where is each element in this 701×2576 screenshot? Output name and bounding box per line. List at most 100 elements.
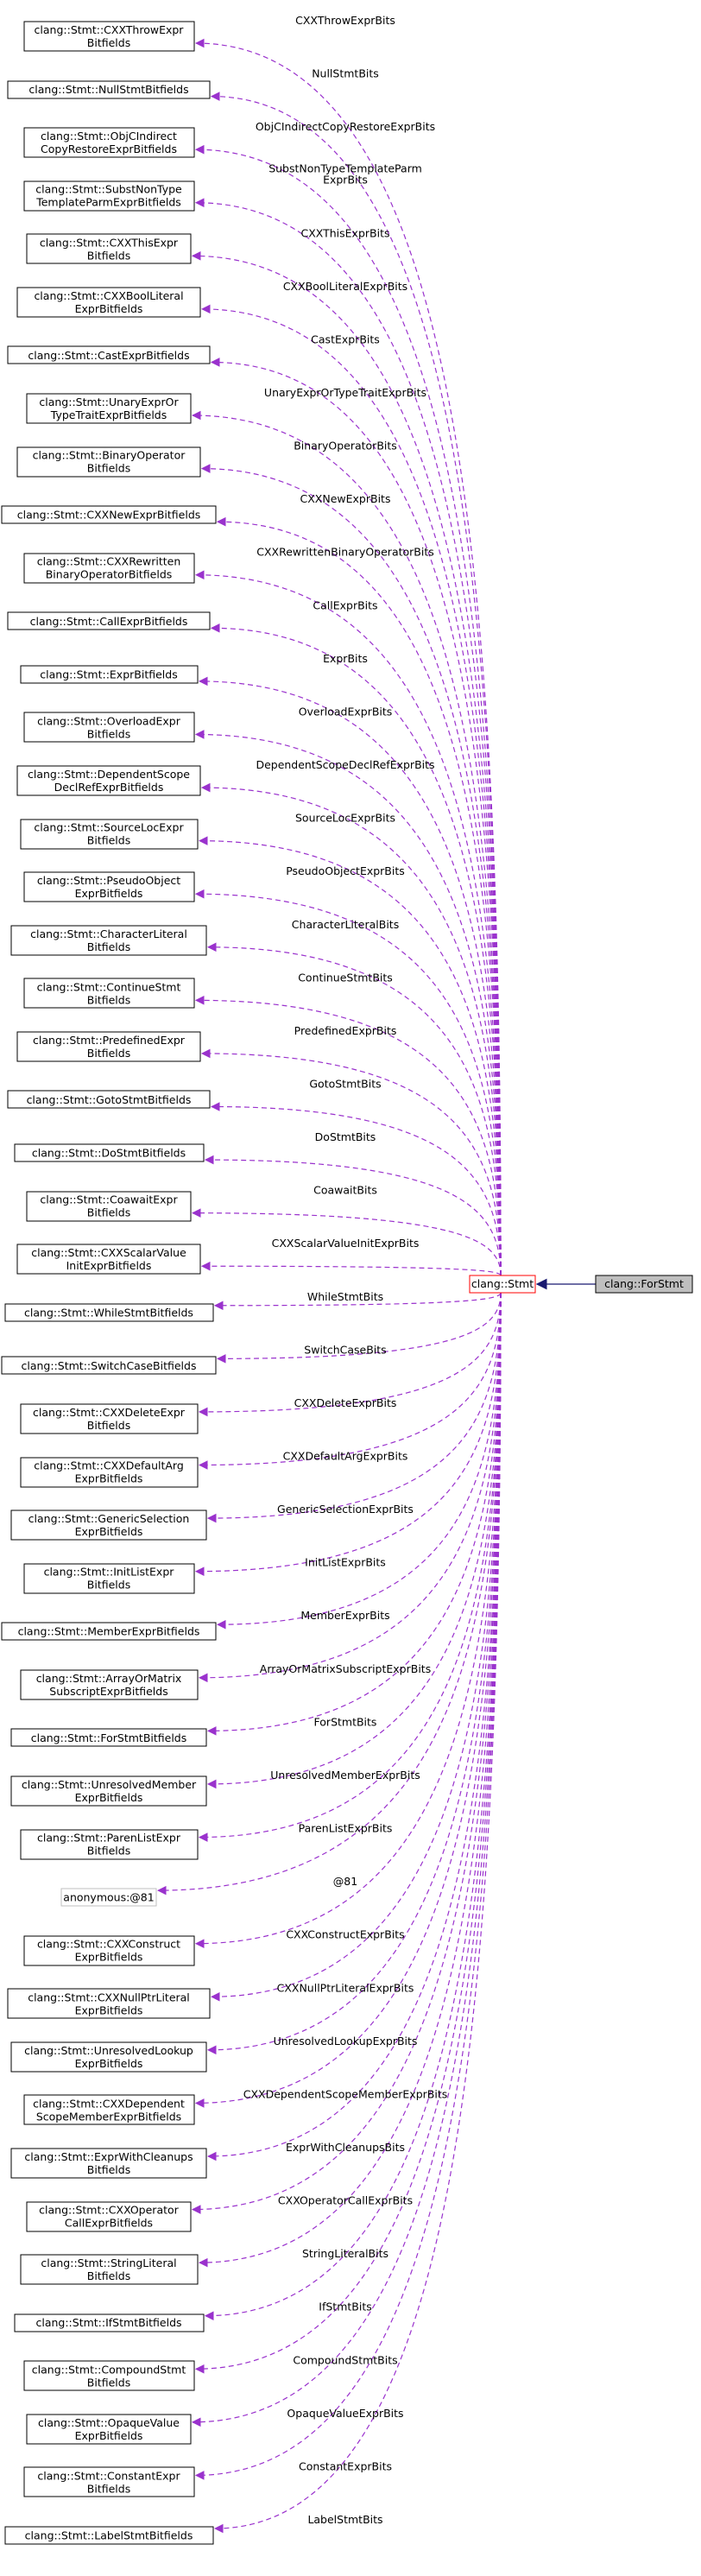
member-node-label: Bitfields [87, 1845, 130, 1858]
member-node[interactable]: clang::Stmt::ArrayOrMatrixSubscriptExprB… [20, 1669, 199, 1700]
member-node[interactable]: clang::Stmt::ObjCIndirectCopyRestoreExpr… [23, 127, 195, 158]
member-node-label: clang::Stmt::UnresolvedMember [22, 1778, 197, 1791]
edge-label: CXXConstructExprBits [286, 1928, 404, 1941]
member-node-label: clang::Stmt::UnaryExprOr [39, 396, 179, 408]
member-node[interactable]: clang::Stmt::BinaryOperatorBitfields [16, 446, 201, 478]
member-node-label: Bitfields [87, 993, 130, 1006]
member-node-label: TemplateParmExprBitfields [35, 196, 181, 209]
member-nodes: clang::Stmt::CXXThrowExprBitfieldsclang:… [1, 21, 217, 2545]
member-node-label: clang::Stmt::GotoStmtBitfields [27, 1093, 192, 1106]
member-node-label: clang::Stmt::CXXDependent [33, 2097, 185, 2110]
member-node-label: ScopeMemberExprBitfields [36, 2110, 181, 2123]
member-node[interactable]: clang::Stmt::SubstNonTypeTemplateParmExp… [23, 180, 195, 212]
member-node[interactable]: clang::Stmt::UnresolvedLookupExprBitfiel… [10, 2041, 207, 2073]
edge-label: CXXRewrittenBinaryOperatorBits [256, 546, 434, 559]
member-edge [206, 1292, 502, 2161]
member-node[interactable]: clang::Stmt::CXXScalarValueInitExprBitfi… [16, 1244, 201, 1275]
member-node[interactable]: clang::Stmt::CXXRewrittenBinaryOperatorB… [23, 553, 195, 584]
member-node[interactable]: clang::Stmt::UnaryExprOrTypeTraitExprBit… [26, 393, 192, 424]
member-node-label: clang::Stmt::ArrayOrMatrix [36, 1672, 182, 1685]
member-node-label: clang::Stmt::CastExprBitfields [28, 349, 189, 362]
member-node[interactable]: clang::Stmt::DependentScopeDeclRefExprBi… [16, 765, 201, 796]
member-node-label: ExprBitfields [75, 1791, 143, 1804]
edge-label: OverloadExprBits [299, 705, 393, 718]
member-edge [213, 1292, 502, 2534]
member-node[interactable]: clang::Stmt::ForStmtBitfields [10, 1728, 207, 1747]
member-edge [200, 782, 502, 1276]
member-node-label: ExprBitfields [75, 302, 143, 315]
edge-label: StringLiteralBits [302, 2247, 388, 2260]
member-node-label: Bitfields [87, 2163, 130, 2176]
member-edge [198, 836, 502, 1276]
member-node[interactable]: clang::Stmt::CXXDependentScopeMemberExpr… [23, 2094, 195, 2125]
member-node[interactable]: clang::Stmt::UnresolvedMemberExprBitfiel… [10, 1775, 207, 1807]
forstmt-node-label: clang::ForStmt [604, 1277, 684, 1290]
member-node[interactable]: clang::Stmt::NullStmtBitfields [7, 80, 211, 99]
member-node[interactable]: clang::Stmt::LabelStmtBitfields [4, 2526, 214, 2545]
member-node[interactable]: clang::Stmt::WhileStmtBitfields [4, 1303, 214, 1322]
member-node[interactable]: clang::Stmt::CXXOperatorCallExprBitfield… [26, 2201, 192, 2232]
edge-label: CXXThisExprBits [300, 226, 389, 239]
member-node-label: clang::Stmt::CXXOperator [39, 2204, 179, 2217]
member-node-label: Bitfields [87, 249, 130, 262]
member-node-label: ExprBitfields [75, 2003, 143, 2016]
member-edge [210, 1102, 502, 1276]
edge-label: PredefinedExprBits [294, 1024, 397, 1037]
member-node-label: TypeTraitExprBitfields [50, 408, 167, 421]
member-node-label: clang::Stmt::CXXRewritten [37, 555, 181, 568]
member-edge [213, 1292, 502, 1311]
edge-label: LabelStmtBits [307, 2513, 382, 2526]
member-edges [156, 38, 502, 2534]
member-node[interactable]: clang::Stmt::CXXNullPtrLiteralExprBitfie… [7, 1988, 211, 2019]
member-node-label: clang::Stmt::CXXNullPtrLiteral [28, 1991, 190, 2003]
member-node-label: Bitfields [87, 2482, 130, 2495]
member-node[interactable]: clang::Stmt::CXXNewExprBitfields [1, 505, 217, 524]
edge-label: PseudoObjectExprBits [286, 864, 405, 877]
member-edge [216, 516, 502, 1276]
edge-label: ArrayOrMatrixSubscriptExprBits [260, 1662, 431, 1675]
member-node[interactable]: anonymous:@81 [60, 1888, 157, 1907]
member-node[interactable]: clang::Stmt::GenericSelectionExprBitfiel… [10, 1510, 207, 1541]
member-edge [156, 1292, 502, 1896]
member-node-label: CopyRestoreExprBitfields [41, 142, 177, 155]
member-node[interactable]: clang::Stmt::DoStmtBitfields [14, 1143, 205, 1162]
member-node-label: clang::Stmt::CallExprBitfields [30, 615, 188, 628]
member-node-label: clang::Stmt::OpaqueValue [38, 2416, 180, 2429]
forstmt-node[interactable]: clang::ForStmt [595, 1275, 693, 1294]
member-node[interactable]: clang::Stmt::SwitchCaseBitfields [1, 1356, 217, 1375]
member-node-label: clang::Stmt::PseudoObject [37, 874, 180, 887]
member-node-label: clang::Stmt::ObjCIndirect [41, 130, 177, 142]
edge-label: ParenListExprBits [299, 1822, 393, 1835]
member-node[interactable]: clang::Stmt::IfStmtBitfields [14, 2313, 205, 2332]
member-node[interactable]: clang::Stmt::GotoStmtBitfields [7, 1090, 211, 1109]
stmt-node[interactable]: clang::Stmt [469, 1275, 536, 1294]
member-node-label: Bitfields [87, 1419, 130, 1432]
member-node[interactable]: clang::Stmt::ExprBitfields [20, 665, 199, 684]
member-node-label: clang::Stmt::SubstNonType [35, 183, 182, 196]
member-node[interactable]: clang::Stmt::CallExprBitfields [7, 611, 211, 630]
edge-label: CXXDefaultArgExprBits [283, 1450, 408, 1463]
member-node[interactable]: clang::Stmt::CastExprBitfields [7, 345, 211, 364]
member-node[interactable]: clang::Stmt::MemberExprBitfields [1, 1622, 217, 1641]
member-node-label: clang::Stmt::DependentScope [28, 768, 190, 781]
